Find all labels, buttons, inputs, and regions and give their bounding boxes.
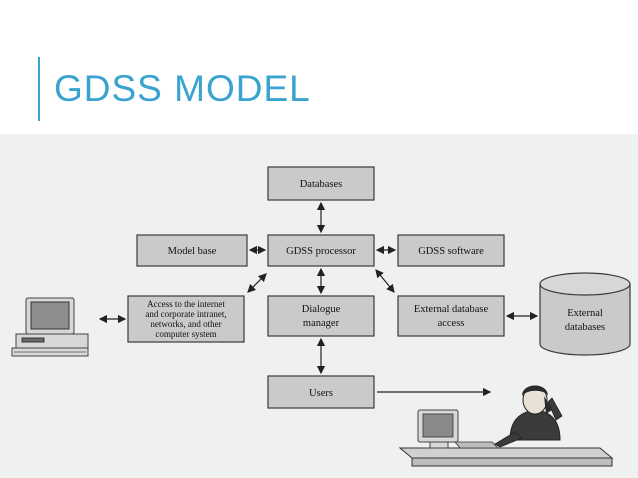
users-label: Users	[309, 388, 333, 399]
external-databases-cylinder: External databases	[539, 272, 631, 356]
model-base-box: Model base	[136, 234, 248, 267]
databases-box: Databases	[267, 166, 375, 201]
connector-arrows	[98, 201, 539, 397]
model-base-label: Model base	[168, 246, 217, 257]
external-access-line-2: access	[438, 318, 465, 329]
external-access-line-1: External database	[414, 304, 489, 315]
gdss-processor-box: GDSS processor	[267, 234, 375, 267]
external-db-line-2: databases	[565, 322, 605, 333]
computer-icon	[11, 297, 89, 357]
dialogue-manager-box: Dialogue manager	[267, 295, 375, 337]
access-line-1: Access to the internet	[147, 299, 225, 309]
users-box: Users	[267, 375, 375, 409]
access-line-4: computer system	[155, 329, 216, 339]
gdss-software-box: GDSS software	[397, 234, 505, 267]
dialogue-line-2: manager	[303, 318, 340, 329]
user-at-desk-icon	[398, 385, 614, 467]
access-box: Access to the internet and corporate int…	[127, 295, 245, 343]
dialogue-line-1: Dialogue	[302, 304, 341, 315]
databases-label: Databases	[300, 179, 343, 190]
external-db-line-1: External	[567, 308, 603, 319]
slide-title: GDSS MODEL	[54, 68, 311, 109]
title-accent-bar	[38, 57, 40, 121]
access-line-2: and corporate intranet,	[145, 309, 226, 319]
gdss-processor-label: GDSS processor	[286, 246, 356, 257]
access-line-3: networks, and other	[150, 319, 221, 329]
gdss-software-label: GDSS software	[418, 246, 484, 257]
external-access-box: External database access	[397, 295, 505, 337]
